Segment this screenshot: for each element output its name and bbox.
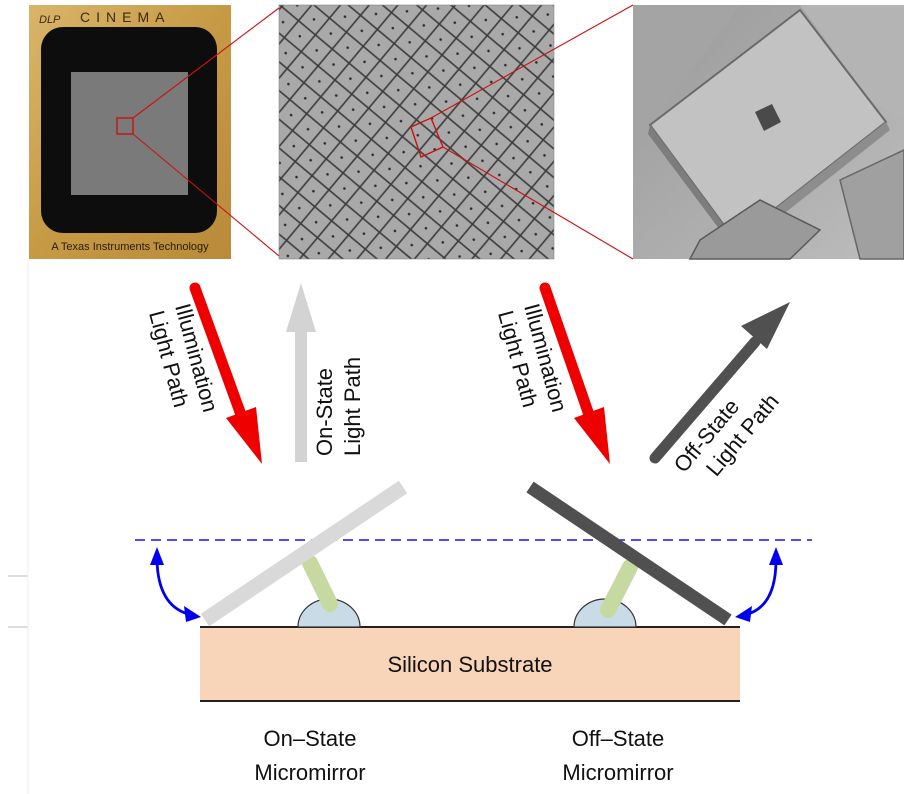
on-state-mirror-label-line2: Micromirror <box>254 760 365 785</box>
on-state-path-label-line1: On-State <box>312 368 337 456</box>
mirror-array-image <box>278 4 555 260</box>
illumination-arrow-left <box>189 282 262 464</box>
chip-footer-text: A Texas Instruments Technology <box>51 241 209 253</box>
on-state-path-label: On-State Light Path <box>312 357 365 456</box>
single-mirror-image <box>633 5 904 260</box>
off-state-mirror-label-line1: Off–State <box>572 726 665 751</box>
off-state-arrow <box>649 302 790 464</box>
zoom-connector-lines <box>132 4 634 260</box>
on-state-mirror-label-line1: On–State <box>264 726 357 751</box>
on-state-mirror <box>200 480 408 627</box>
silicon-substrate: Silicon Substrate <box>200 626 740 702</box>
chip-brand-text: CINEMA <box>80 9 170 25</box>
post-left <box>302 555 338 612</box>
tilt-arrow-left <box>150 547 201 622</box>
on-state-path-label-line2: Light Path <box>340 357 365 456</box>
post-right <box>600 559 638 618</box>
chip-logo-text: DLP <box>39 14 61 26</box>
off-state-mirror-label-line2: Micromirror <box>562 760 673 785</box>
dlp-chip-photo: DLP CINEMA A Texas Instruments Technolog… <box>29 5 231 259</box>
illumination-arrow-right <box>539 282 610 464</box>
substrate-label: Silicon Substrate <box>387 652 552 677</box>
off-state-mirror <box>526 481 732 626</box>
tilt-arrow-right <box>735 547 783 622</box>
off-state-path-label: Off-State Light Path <box>669 389 784 481</box>
on-state-arrow <box>286 283 316 462</box>
